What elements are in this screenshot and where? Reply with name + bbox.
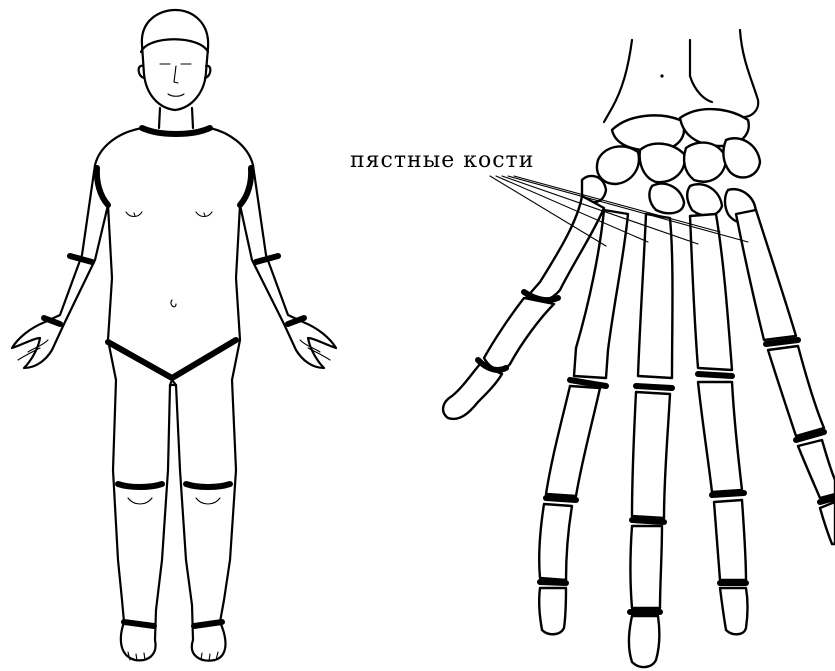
left-shoulder-band	[97, 168, 108, 205]
metacarpals-label: пястные кости	[350, 148, 534, 173]
little-joint-1	[766, 340, 798, 344]
middle-distal	[629, 616, 659, 667]
neck	[159, 108, 193, 128]
hand-skeleton: пястные кости	[350, 30, 835, 667]
middle-joint-2	[632, 520, 664, 522]
thumb-proximal	[484, 298, 554, 369]
carpal-6	[723, 138, 760, 177]
ring-joint-2	[712, 493, 744, 495]
ring-metacarpal	[690, 214, 732, 370]
body-figure	[12, 10, 336, 661]
hairline	[141, 39, 208, 52]
carpal-4	[640, 144, 685, 183]
ring-proximal	[698, 382, 742, 492]
middle-metacarpal	[638, 214, 673, 378]
left-ankle-band	[124, 622, 154, 626]
torso-outline	[12, 128, 336, 661]
navel	[171, 300, 176, 307]
hip-band	[108, 340, 236, 378]
middle-middle	[631, 526, 663, 608]
carpal-5	[684, 143, 726, 182]
little-joint-3	[820, 498, 835, 502]
right-knee-band	[186, 484, 230, 487]
right-ankle-band	[194, 622, 222, 626]
right-knee-detail	[196, 498, 220, 504]
right-wrist-band	[288, 318, 304, 324]
neck-band	[142, 128, 210, 134]
left-wrist-band	[44, 318, 60, 324]
left-nipple	[126, 212, 142, 217]
carpal-7	[649, 184, 684, 214]
index-middle	[539, 504, 572, 580]
ulna-bone	[738, 30, 758, 117]
left-elbow-band	[70, 256, 92, 262]
little-middle	[798, 440, 835, 498]
right-shoulder-band	[240, 168, 251, 205]
right-elbow-band	[256, 256, 278, 262]
ring-middle	[714, 500, 746, 580]
middle-proximal	[632, 392, 670, 518]
ring-distal	[720, 588, 748, 634]
left-knee-detail	[128, 498, 152, 504]
mouth	[168, 94, 184, 96]
index-proximal	[546, 386, 600, 496]
forearm-mid	[690, 40, 712, 102]
left-knee-band	[118, 484, 162, 487]
nose	[174, 66, 178, 83]
index-joint-2	[546, 498, 576, 500]
head-outline	[142, 10, 208, 110]
ring-joint-1	[698, 374, 732, 376]
right-nipple	[196, 212, 212, 217]
radius-bone	[604, 40, 632, 122]
little-proximal	[768, 346, 824, 436]
carpal-8	[687, 184, 722, 215]
index-joint-1	[570, 380, 606, 386]
index-joint-3	[540, 582, 566, 583]
bone-dot	[660, 74, 663, 77]
index-distal	[539, 588, 566, 634]
middle-joint-1	[636, 386, 672, 388]
little-distal	[820, 502, 835, 544]
carpal-3	[597, 146, 639, 184]
little-metacarpal	[736, 210, 796, 340]
